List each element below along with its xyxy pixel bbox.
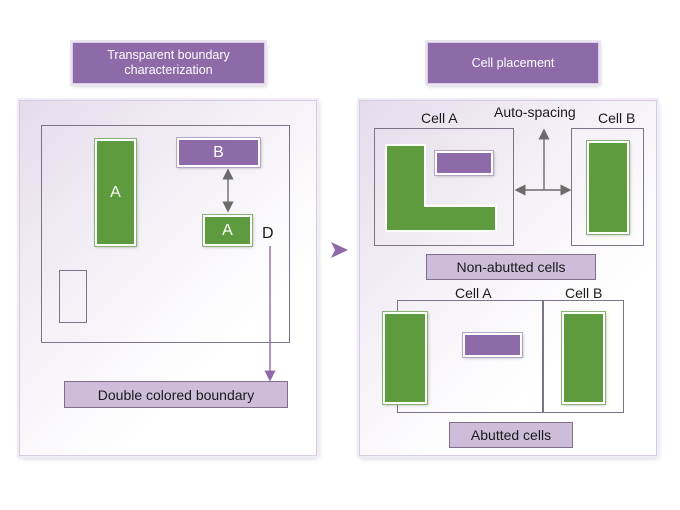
- top-cell-b-green-block: [587, 141, 629, 234]
- auto-spacing-label: Auto-spacing: [494, 104, 576, 120]
- cell-a-tall-label: A: [110, 183, 121, 201]
- cell-a-tall: A: [95, 139, 136, 246]
- top-cell-a-label: Cell A: [421, 110, 458, 126]
- left-outer-boundary: [41, 125, 290, 343]
- top-cell-a-boundary: [374, 128, 514, 246]
- l-shaped-cell: [385, 144, 497, 232]
- panel-transition-arrow: [331, 242, 348, 258]
- left-panel-title-text: Transparent boundary characterization: [107, 48, 230, 77]
- cell-a-small: A: [203, 215, 252, 246]
- bottom-cell-b-green-block: [562, 312, 605, 404]
- top-cell-a-purple-block: [435, 151, 493, 175]
- l-shaped-cell-shape: [385, 144, 497, 232]
- bottom-cell-b-label: Cell B: [565, 285, 603, 301]
- double-colored-boundary-label: Double colored boundary: [64, 381, 288, 408]
- label-d: D: [262, 225, 274, 242]
- right-panel-title-text: Cell placement: [471, 55, 555, 70]
- cell-b-label: B: [213, 143, 224, 161]
- abutted-cells-text: Abutted cells: [470, 427, 552, 443]
- double-colored-boundary-text: Double colored boundary: [97, 386, 255, 403]
- cell-a-small-label: A: [222, 221, 233, 239]
- cell-b: B: [177, 138, 260, 167]
- non-abutted-cells-text: Non-abutted cells: [456, 259, 566, 275]
- abutted-cells-label: Abutted cells: [449, 422, 573, 448]
- bottom-cell-a-label: Cell A: [455, 285, 492, 301]
- empty-small-boundary: [59, 270, 87, 323]
- left-panel-title: Transparent boundary characterization: [72, 42, 265, 84]
- bottom-cell-a-purple-block: [463, 333, 522, 357]
- non-abutted-cells-label: Non-abutted cells: [426, 254, 596, 280]
- bottom-cell-b-boundary: [543, 300, 624, 413]
- top-cell-b-label: Cell B: [598, 110, 636, 126]
- bottom-cell-a-green-block: [383, 312, 427, 404]
- right-panel-title: Cell placement: [427, 42, 599, 84]
